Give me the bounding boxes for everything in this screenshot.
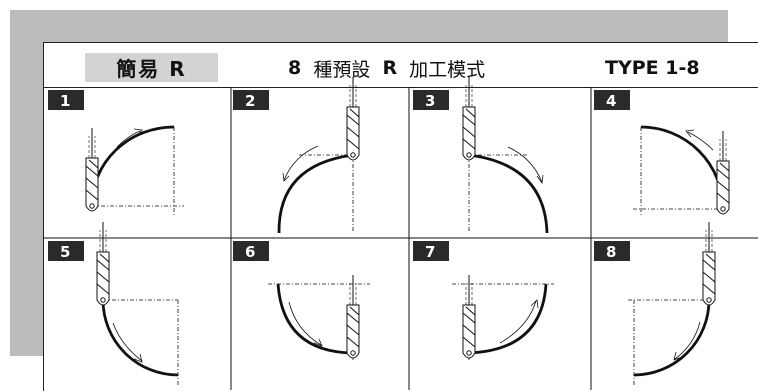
cell-8-badge: 8: [594, 241, 630, 261]
cell-8-number: 8: [606, 243, 616, 261]
cell-7-diagram: [452, 274, 554, 360]
cell-1-number: 1: [60, 92, 70, 110]
cell-2-diagram: [277, 76, 360, 234]
cell-1-diagram: [85, 125, 184, 215]
cell-4-number: 4: [606, 92, 616, 110]
cell-6-diagram: [268, 274, 370, 360]
panel-header: 簡易 R 8 種預設 R 加工模式 TYPE 1-8: [44, 43, 758, 88]
title-box: 簡易 R: [85, 53, 218, 82]
grid-lines: [43, 87, 758, 390]
cell-7-number: 7: [425, 243, 435, 261]
heading-end: 加工模式: [409, 58, 486, 81]
cell-4-badge: 4: [594, 90, 630, 110]
cell-5-diagram: [96, 221, 179, 385]
r-mode-panel: 簡易 R 8 種預設 R 加工模式 TYPE 1-8: [43, 42, 758, 391]
heading: 8 種預設 R 加工模式: [288, 54, 485, 82]
cell-5-badge: 5: [48, 241, 84, 261]
title-text: 簡易 R: [116, 57, 187, 81]
cell-6-badge: 6: [233, 241, 269, 261]
heading-middle: 種預設: [313, 58, 371, 81]
heading-number: 8: [288, 57, 302, 79]
cell-4-diagram: [633, 125, 730, 215]
cell-3-diagram: [462, 76, 549, 234]
cell-3-number: 3: [425, 92, 435, 110]
cell-3-badge: 3: [413, 90, 449, 110]
cell-2-number: 2: [245, 92, 255, 110]
heading-r: R: [382, 57, 398, 79]
cell-7-badge: 7: [413, 241, 449, 261]
cell-2-badge: 2: [233, 90, 269, 110]
cell-5-number: 5: [60, 243, 70, 261]
cell-8-diagram: [628, 221, 716, 385]
type-label: TYPE 1-8: [605, 57, 700, 79]
cell-6-number: 6: [245, 243, 255, 261]
cell-1-badge: 1: [48, 90, 84, 110]
cell-badges: 1 2 3 4 5 6 7 8: [48, 90, 630, 261]
